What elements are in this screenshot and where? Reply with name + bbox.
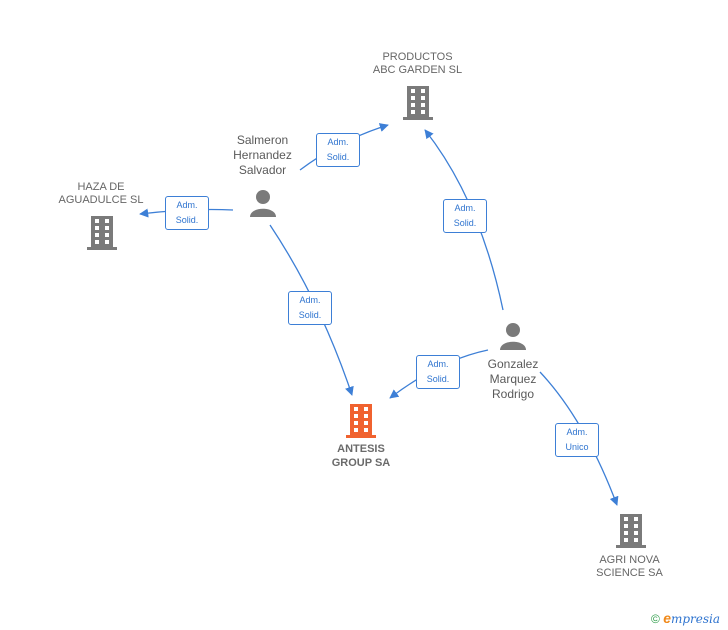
building-icon [87,216,117,250]
edge-role: Adm. [299,295,321,305]
edge-label-salmeron-productos[interactable]: Adm. Solid. [316,133,360,167]
company-name-line: AGUADULCE SL [58,194,144,206]
person-icon [500,323,526,350]
edge-label-salmeron-antesis[interactable]: Adm. Solid. [288,291,332,325]
person-name-line: Marquez [489,372,537,386]
person-name-line: Gonzalez [487,357,539,371]
building-icon [346,404,376,438]
edge-role-type: Solid. [175,215,199,225]
brand-initial: e [663,610,671,626]
person-name-line: Salmeron [236,133,289,147]
edge-role-type: Solid. [426,374,450,384]
edge-role-type: Solid. [326,152,350,162]
company-agrinova[interactable]: AGRI NOVA SCIENCE SA [582,554,677,580]
edge-role: Adm. [454,203,476,213]
edge-role: Adm. [566,427,588,437]
company-antesis[interactable]: ANTESIS GROUP SA [315,442,407,470]
edge-label-salmeron-haza[interactable]: Adm. Solid. [165,196,209,230]
brand-name: mpresia [670,612,721,626]
company-name-line: SCIENCE SA [596,567,663,579]
edge-label-gonzalez-antesis[interactable]: Adm. Solid. [416,355,460,389]
company-name-line: AGRI NOVA [599,554,660,566]
company-productos[interactable]: PRODUCTOS ABC GARDEN SL [355,51,480,77]
edge-label-gonzalez-agrinova[interactable]: Adm. Unico [555,423,599,457]
company-name-line: ANTESIS [337,443,385,455]
building-icon [616,514,646,548]
building-icon [403,86,433,120]
company-name-line: GROUP SA [331,457,391,469]
person-salmeron[interactable]: Salmeron Hernandez Salvador [215,133,310,178]
edge-role: Adm. [176,200,198,210]
edge-role-type: Unico [565,442,589,452]
company-name-line: PRODUCTOS [382,51,453,63]
edge-label-gonzalez-productos[interactable]: Adm. Solid. [443,199,487,233]
person-name-line: Salvador [238,163,287,177]
company-haza[interactable]: HAZA DE AGUADULCE SL [45,181,157,207]
person-icon [250,190,276,217]
edge-role-type: Solid. [298,310,322,320]
footer-brand[interactable]: © empresia [651,610,720,626]
person-gonzalez[interactable]: Gonzalez Marquez Rodrigo [468,357,558,402]
edge-role: Adm. [427,359,449,369]
person-name-line: Hernandez [233,148,292,162]
company-name-line: HAZA DE [77,181,125,193]
edge-role: Adm. [327,137,349,147]
company-name-line: ABC GARDEN SL [372,64,463,76]
copyright-symbol: © [651,612,660,626]
edge-role-type: Solid. [453,218,477,228]
person-name-line: Rodrigo [491,387,535,401]
